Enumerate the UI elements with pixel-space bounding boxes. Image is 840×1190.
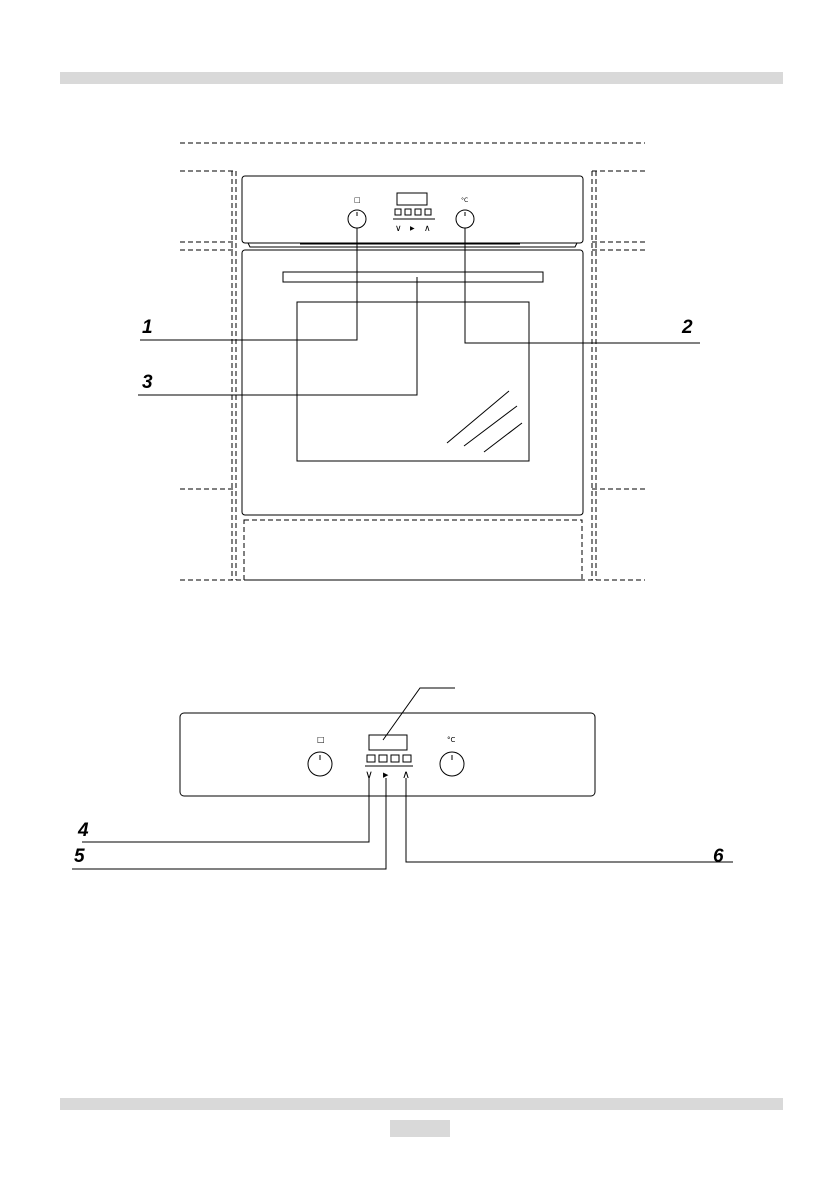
play-button-glyph-enlarged: ▶ [383, 771, 389, 779]
leader-lines-top [138, 228, 700, 395]
glass-reflection [447, 391, 522, 452]
installation-niche-outline [180, 143, 645, 580]
function-symbol: □ [354, 196, 361, 204]
up-button-glyph-enlarged: ∧ [402, 768, 410, 781]
timer-mode-icons-enlarged [367, 755, 411, 762]
callout-3: 3 [142, 372, 153, 393]
callout-1: 1 [142, 317, 153, 338]
down-button-glyph-enlarged: ∨ [365, 768, 373, 781]
callout-5: 5 [74, 846, 85, 867]
oven-door [242, 250, 583, 515]
control-panel-detail [180, 713, 595, 796]
callout-6: 6 [713, 846, 724, 867]
temperature-symbol: °C [461, 197, 468, 204]
up-button-glyph: ∧ [424, 224, 431, 234]
function-symbol-enlarged: □ [317, 735, 325, 744]
clock-display-enlarged [369, 735, 407, 750]
callout-2: 2 [681, 317, 693, 338]
bottom-footer-band [60, 1098, 783, 1110]
clock-display [397, 193, 427, 205]
control-panel [242, 176, 583, 243]
down-button-glyph: ∨ [395, 224, 402, 234]
temperature-symbol-enlarged: °C [447, 736, 456, 744]
door-top-strip [283, 272, 543, 282]
callout-4: 4 [77, 820, 89, 841]
door-window [297, 302, 529, 461]
play-button-glyph: ▶ [410, 225, 415, 232]
page-number-tab [390, 1120, 450, 1137]
timer-mode-icons [395, 209, 431, 215]
